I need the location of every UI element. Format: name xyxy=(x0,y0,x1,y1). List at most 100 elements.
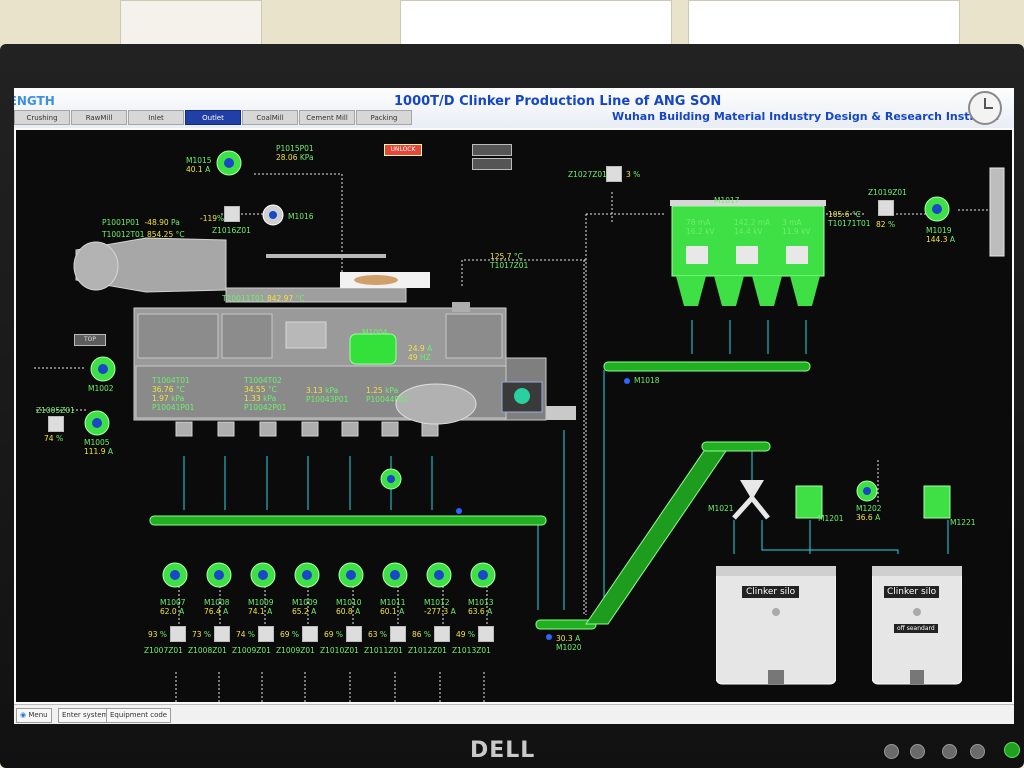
damper-icon[interactable] xyxy=(170,626,186,642)
damper-tag: Z1009Z01 xyxy=(232,646,271,655)
m1004-tag: M1004 xyxy=(362,328,388,337)
cooler-fan-icon[interactable] xyxy=(162,562,188,588)
z1027z01-damper-icon[interactable] xyxy=(606,166,622,182)
m1016-fan-icon[interactable] xyxy=(262,204,284,226)
m1202-fan-icon[interactable] xyxy=(856,480,878,502)
cooler-fan-icon[interactable] xyxy=(206,562,232,588)
tab-inlet[interactable]: Inlet xyxy=(128,110,184,125)
z1019z01-value: 82 xyxy=(876,220,886,229)
clinker-silo-2[interactable]: Clinker silo off seandard xyxy=(871,566,963,686)
z1016z01-tag: Z1016Z01 xyxy=(212,226,251,235)
wall-notice xyxy=(120,0,262,46)
cooler-fan-icon[interactable] xyxy=(250,562,276,588)
top-button[interactable]: TOP xyxy=(74,334,106,346)
header-bar: SENGTH 1000T/D Clinker Production Line o… xyxy=(14,88,1014,128)
m1002-fan-icon[interactable] xyxy=(90,356,116,382)
damper-tag: Z1011Z01 xyxy=(364,646,403,655)
process-diagram xyxy=(34,167,1005,702)
monitor-button[interactable] xyxy=(942,744,957,759)
tab-rawmill[interactable]: RawMill xyxy=(71,110,127,125)
clinker-silo-1[interactable]: Clinker silo xyxy=(715,566,837,686)
damper-percent: 73 % xyxy=(192,630,212,639)
damper-icon[interactable] xyxy=(214,626,230,642)
m1004-motor xyxy=(349,333,397,365)
monitor-button[interactable] xyxy=(970,744,985,759)
z1005z01-tag: Z1005Z01 xyxy=(36,406,75,415)
m1015-fan-icon[interactable] xyxy=(216,150,242,176)
cooler-fan-icon[interactable] xyxy=(470,562,496,588)
z1016z01-value: -119 xyxy=(200,214,218,223)
cooler-fan-icon[interactable] xyxy=(426,562,452,588)
t10011t01-label: T10011T01 842.97 °C xyxy=(222,294,305,303)
monitor-button[interactable] xyxy=(884,744,899,759)
monitor-power-button[interactable] xyxy=(1004,742,1020,758)
damper-icon[interactable] xyxy=(302,626,318,642)
cooler-fan-icon[interactable] xyxy=(294,562,320,588)
damper-icon[interactable] xyxy=(346,626,362,642)
z1019z01-tag: Z1019Z01 xyxy=(868,188,907,197)
equipment-code-button[interactable]: Equipment code xyxy=(106,708,172,723)
status-dot xyxy=(546,634,552,640)
m1019-fan-icon[interactable] xyxy=(924,196,950,222)
unlock-button[interactable]: UNLOCK xyxy=(384,144,422,156)
page-title: 1000T/D Clinker Production Line of ANG S… xyxy=(394,94,722,109)
monitor-button[interactable] xyxy=(910,744,925,759)
z1019z01-damper-icon[interactable] xyxy=(878,200,894,216)
z1005z01-damper-icon[interactable] xyxy=(48,416,64,432)
m1017-tag: M1017 xyxy=(714,196,740,205)
damper-percent: 69 % xyxy=(280,630,300,639)
z1005z01-unit: % xyxy=(55,434,64,443)
damper-icon[interactable] xyxy=(434,626,450,642)
m1221-tag: M1221 xyxy=(950,518,976,527)
damper-icon[interactable] xyxy=(478,626,494,642)
status-footer: ◉ Menu Enter system Equipment code xyxy=(14,704,1014,724)
cooler-fan-icon[interactable] xyxy=(338,562,364,588)
damper-tag: Z1012Z01 xyxy=(408,646,447,655)
chimney xyxy=(989,167,1005,257)
damper-percent: 49 % xyxy=(456,630,476,639)
t10012t01-label: T10012T01 854.25 °C xyxy=(102,230,185,239)
small-button-2[interactable] xyxy=(472,158,512,170)
tab-outlet[interactable]: Outlet xyxy=(185,110,241,125)
m1018-tag: M1018 xyxy=(634,376,660,385)
damper-icon[interactable] xyxy=(390,626,406,642)
cooler-fan-icon[interactable] xyxy=(382,562,408,588)
m1005-fan-icon[interactable] xyxy=(84,410,110,436)
menu-icon: ◉ xyxy=(20,711,27,719)
menu-button[interactable]: ◉ Menu xyxy=(16,708,52,723)
z1016z01-unit: % xyxy=(217,214,225,223)
damper-icon[interactable] xyxy=(258,626,274,642)
p1001p01-label: P1001P01 -48.90 Pa xyxy=(102,218,180,227)
small-button-1[interactable] xyxy=(472,144,512,156)
tab-crushing[interactable]: Crushing xyxy=(14,110,70,125)
z1016z01-damper-icon[interactable] xyxy=(224,206,240,222)
monitor-brand-logo: DELL xyxy=(470,738,536,763)
tab-cement-mill[interactable]: Cement Mill xyxy=(299,110,355,125)
tab-packing[interactable]: Packing xyxy=(356,110,412,125)
damper-tag: Z1010Z01 xyxy=(320,646,359,655)
scada-screen: SENGTH 1000T/D Clinker Production Line o… xyxy=(14,88,1014,724)
damper-percent: 86 % xyxy=(412,630,432,639)
rotary-valve-icon[interactable] xyxy=(380,468,402,490)
damper-percent: 63 % xyxy=(368,630,388,639)
damper-percent: 69 % xyxy=(324,630,344,639)
clinker-cooler xyxy=(73,237,576,437)
tab-coalmill[interactable]: CoalMill xyxy=(242,110,298,125)
dust-collector-m1201 xyxy=(795,485,823,519)
enter-system-button[interactable]: Enter system xyxy=(58,708,113,723)
m1201-tag: M1201 xyxy=(818,514,844,523)
z1027z01-tag: Z1027Z01 xyxy=(568,170,607,179)
